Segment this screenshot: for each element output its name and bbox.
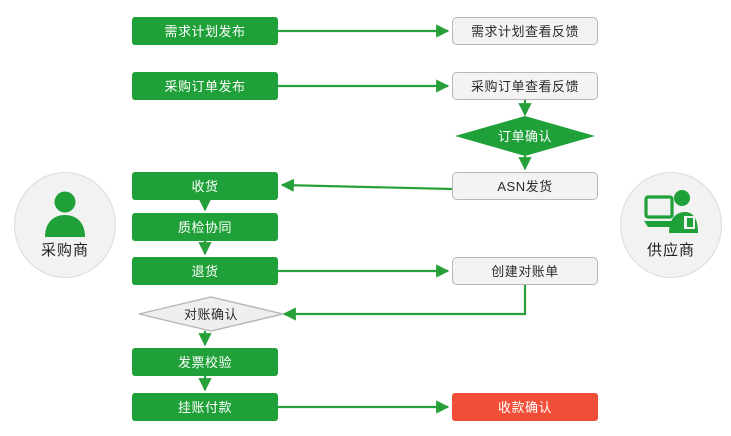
node-statement-confirm[interactable]: 对账确认 — [138, 296, 284, 332]
node-label: 对账确认 — [183, 306, 238, 322]
node-quality-collab[interactable]: 质检协同 — [132, 213, 278, 241]
node-asn-shipment[interactable]: ASN发货 — [452, 172, 598, 200]
node-label: 挂账付款 — [177, 399, 232, 415]
node-goods-receipt[interactable]: 收货 — [132, 172, 278, 200]
node-po-feedback[interactable]: 采购订单查看反馈 — [452, 72, 598, 100]
node-demand-plan-publish[interactable]: 需求计划发布 — [132, 17, 278, 45]
node-invoice-verify[interactable]: 发票校验 — [132, 348, 278, 376]
node-label: 退货 — [191, 263, 219, 279]
node-payment-posting[interactable]: 挂账付款 — [132, 393, 278, 421]
node-label: ASN发货 — [497, 178, 553, 194]
node-label: 采购订单查看反馈 — [470, 78, 579, 94]
node-receipt-confirm[interactable]: 收款确认 — [452, 393, 598, 421]
node-label: 需求计划发布 — [164, 23, 246, 39]
diamond-shape — [455, 116, 595, 156]
node-label: 采购订单发布 — [164, 78, 246, 94]
node-label: 收款确认 — [497, 399, 552, 415]
diamond-shape — [138, 296, 284, 332]
node-order-confirm[interactable]: 订单确认 — [455, 116, 595, 156]
node-label: 质检协同 — [177, 219, 232, 235]
node-po-publish[interactable]: 采购订单发布 — [132, 72, 278, 100]
person-icon — [45, 191, 85, 237]
node-label: 收货 — [191, 178, 219, 194]
node-demand-plan-feedback[interactable]: 需求计划查看反馈 — [452, 17, 598, 45]
edge-asn-shipment-to-goods-receipt — [280, 178, 453, 192]
node-label: 发票校验 — [177, 354, 232, 370]
actor-buyer[interactable]: 采购商 — [14, 172, 116, 278]
actor-buyer-label: 采购商 — [40, 242, 89, 259]
node-label: 创建对账单 — [491, 263, 559, 279]
person-at-computer-icon — [644, 190, 698, 233]
node-create-statement[interactable]: 创建对账单 — [452, 257, 598, 285]
edge-create-statement-to-statement-confirm — [282, 285, 527, 321]
node-return-goods[interactable]: 退货 — [132, 257, 278, 285]
node-label: 订单确认 — [497, 128, 552, 144]
node-label: 需求计划查看反馈 — [470, 23, 579, 39]
actor-supplier[interactable]: 供应商 — [620, 172, 722, 278]
actor-supplier-label: 供应商 — [646, 242, 695, 259]
